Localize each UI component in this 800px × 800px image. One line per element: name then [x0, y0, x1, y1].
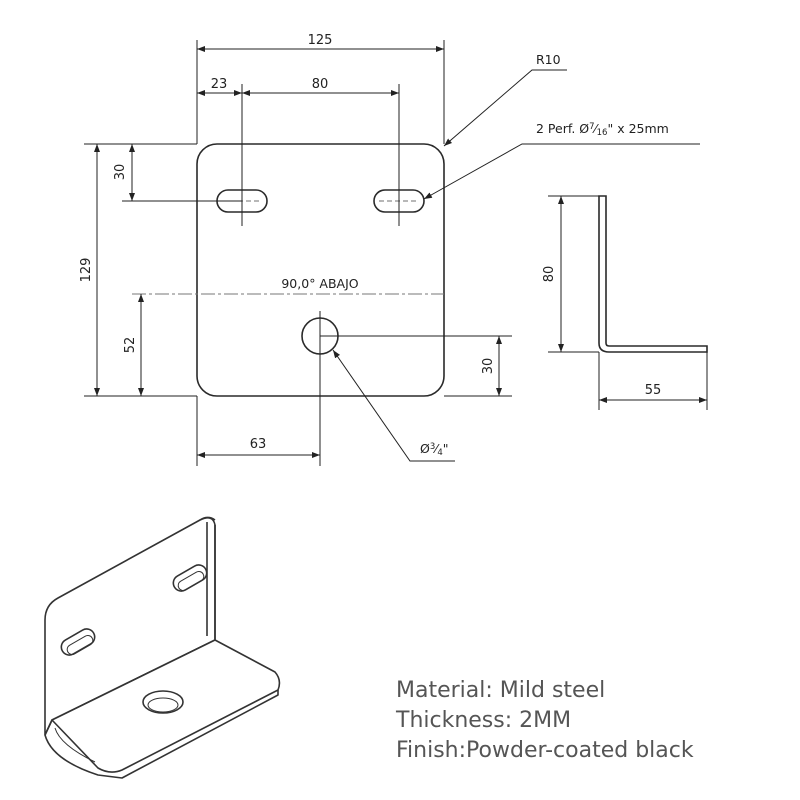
- iso-hole: [142, 690, 184, 714]
- slots-callout: 2 Perf. Ø7⁄16" x 25mm: [536, 121, 669, 138]
- dim-side-depth: 55: [645, 383, 662, 398]
- finish-spec: Finish:Powder-coated black: [396, 738, 694, 763]
- dim-overall-height: 129: [79, 258, 94, 283]
- dim-slot-vertical: 30: [113, 164, 128, 181]
- side-profile: [598, 195, 708, 353]
- front-view: 90,0° ABAJO 125 23 80 30 129 52 30: [79, 33, 700, 466]
- isometric-view: [44, 516, 281, 779]
- bend-label: 90,0° ABAJO: [281, 276, 358, 291]
- thickness-spec: Thickness: 2MM: [396, 708, 572, 733]
- dim-left-offset: 23: [211, 77, 228, 92]
- dim-side-height: 80: [542, 266, 557, 283]
- hole-callout: Ø3⁄4": [420, 441, 449, 458]
- dim-hole-from-left: 63: [250, 437, 267, 452]
- side-view: 80 55: [542, 195, 708, 410]
- dim-slot-spacing: 80: [312, 77, 329, 92]
- dim-hole-height: 52: [123, 337, 138, 354]
- radius-callout: R10: [536, 52, 561, 67]
- material-spec: Material: Mild steel: [396, 678, 606, 703]
- dim-hole-from-bottom: 30: [481, 358, 496, 375]
- dim-overall-width: 125: [308, 33, 333, 48]
- specifications: Material: Mild steel Thickness: 2MM Fini…: [396, 676, 694, 766]
